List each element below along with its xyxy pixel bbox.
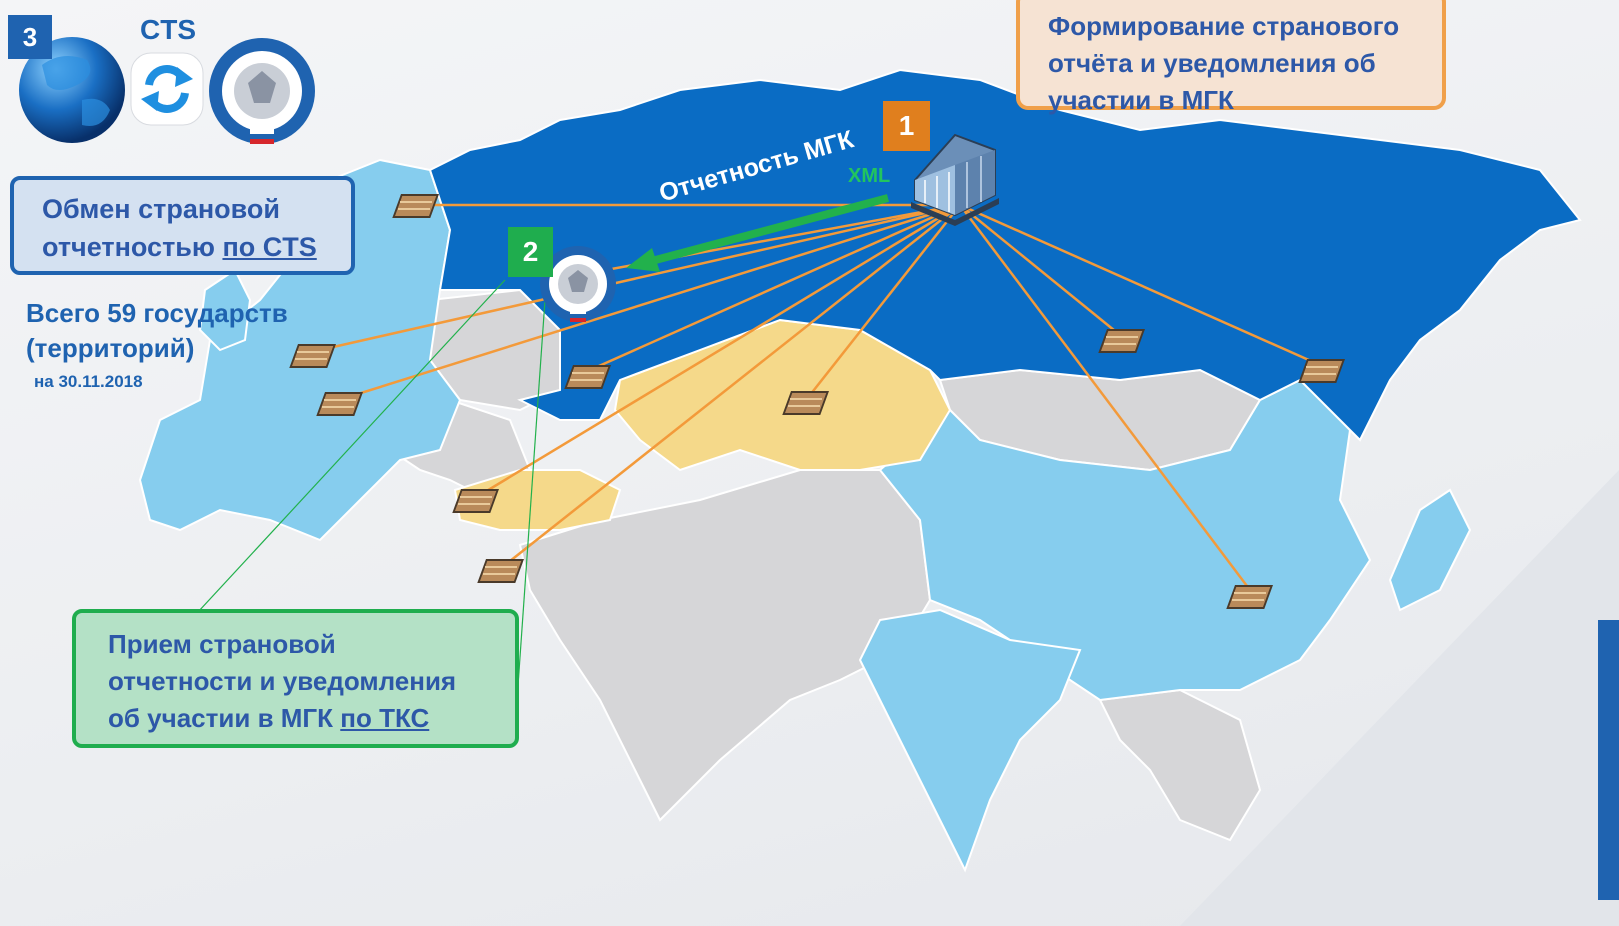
server-icon: [477, 559, 525, 583]
states-note: (территорий): [26, 333, 195, 364]
server-icon: [316, 392, 364, 416]
exchange-line: [344, 203, 961, 400]
tks-receive-line: Прием страновой: [108, 629, 336, 659]
region-japan: [1388, 488, 1472, 612]
server-icon: [1298, 359, 1346, 383]
fns-emblem-icon: [540, 246, 616, 322]
step-1-box: Формирование странового отчёта и уведомл…: [1016, 0, 1446, 115]
region-india: [858, 608, 1082, 873]
exchange-line: [589, 203, 961, 372]
server-icon: [1226, 585, 1274, 609]
step-2-badge: 2: [508, 227, 553, 277]
exchange-line: [319, 203, 961, 352]
fns-emblem-icon: [209, 38, 315, 144]
xml-format-label: XML: [848, 165, 891, 187]
region-middle-east: [518, 469, 932, 822]
server-icon: [392, 194, 440, 218]
exchange-line: [959, 204, 1121, 336]
cts-link: по CTS: [222, 232, 317, 263]
server-icon: [289, 344, 337, 368]
edge-bar: [1598, 620, 1619, 900]
tks-receive-text: об участии в МГК: [108, 702, 341, 733]
cts-exchange-line: отчетностью по CTS: [42, 228, 341, 266]
cts-exchange-text: отчетностью: [42, 232, 223, 263]
xml-flow-arrow: [626, 194, 890, 272]
region-southeast-asia: [1098, 688, 1262, 842]
states-count: Всего 59 государств: [26, 298, 288, 328]
exchange-line: [809, 204, 961, 396]
servers: [289, 194, 1346, 609]
step-3-badge: 3: [8, 15, 52, 59]
exchange-line: [959, 203, 1321, 367]
cts-title: CTS: [140, 14, 196, 45]
globe-icon: [19, 37, 125, 143]
step-1-line: отчёта и уведомления об: [1048, 47, 1376, 78]
server-icon: [452, 489, 500, 513]
step-1-badge: 1: [883, 101, 930, 151]
tks-link: по ТКС: [340, 702, 430, 733]
server-icon: [1098, 329, 1146, 353]
server-icon: [782, 391, 830, 415]
states-total: Всего 59 государств (территорий): [26, 296, 288, 366]
exchange-lines: [319, 203, 1321, 591]
region-russia: [428, 68, 1582, 442]
sync-icon: [130, 52, 204, 126]
exchange-line: [479, 203, 961, 497]
background-wave: [1180, 470, 1619, 926]
region-china: [878, 378, 1372, 702]
leader-line: [516, 299, 546, 701]
office-building-icon: [911, 133, 999, 226]
step-1-line: Формирование странового: [1048, 11, 1400, 41]
cts-exchange-line: Обмен страновой: [42, 194, 281, 224]
tks-receive-line: отчетности и уведомления: [108, 665, 457, 696]
tks-receive-line: об участии в МГК по ТКС: [108, 700, 505, 737]
server-icon: [564, 365, 612, 389]
as-of-date: на 30.11.2018: [34, 372, 143, 391]
tks-receive-box: Прием страновой отчетности и уведомления…: [72, 609, 519, 748]
exchange-line: [504, 204, 961, 566]
cts-exchange-box: Обмен страновой отчетностью по CTS: [10, 176, 355, 275]
step-1-line: участии в МГК: [1048, 84, 1234, 115]
exchange-line: [959, 204, 1251, 591]
